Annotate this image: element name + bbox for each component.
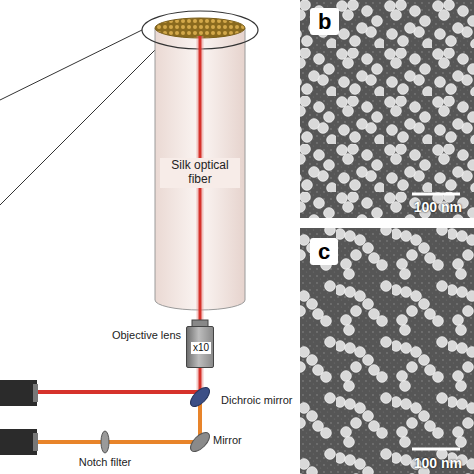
sem-panel: c 100 nm (300, 228, 474, 474)
objective-lens: x10 (186, 326, 214, 368)
scale-label: 100 nm (414, 199, 462, 215)
component-label: Objective lens (111, 329, 182, 342)
scale-label: 100 nm (414, 455, 462, 471)
magnification: x10 (191, 342, 211, 354)
panel-letter: b (310, 8, 339, 35)
component-label: Dichroic mirror (220, 394, 294, 407)
component-label: Mirror (212, 434, 243, 447)
sem-panel: b 100 nm (300, 0, 474, 218)
fiber-cylinder: Silk optical fiber (155, 40, 245, 302)
fiber-label: Silk optical fiber (160, 158, 240, 188)
component-label: Notch filter (78, 456, 133, 469)
panel-letter: c (310, 238, 338, 265)
